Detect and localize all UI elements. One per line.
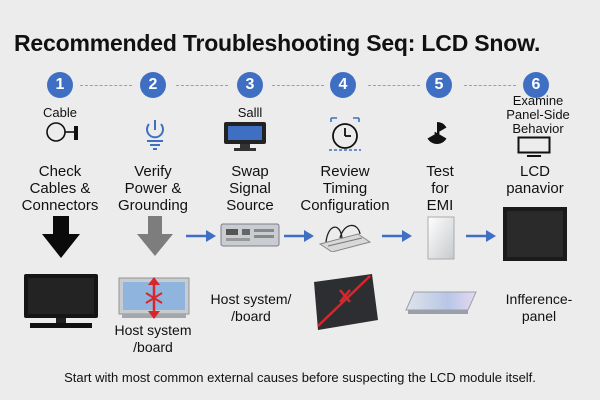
step3-icon-label: Salll [237,105,263,120]
host-board-image [118,277,190,319]
host-system-caption-2: Host system/board [114,322,192,355]
timing-flex-cable-image [318,224,372,252]
page-title: Recommended Troubleshooting Seq: LCD Sno… [14,30,541,56]
step1-icon-label: Cable [43,105,77,120]
blue-arrow [466,230,496,242]
connector-dash [176,85,228,86]
emi-shield-panel-image [427,216,455,260]
footer-note: Start with most common external causes b… [64,370,536,385]
cable-icon [46,122,78,142]
step-number-3: 3 [237,72,263,98]
step-number-2: 2 [140,72,166,98]
blue-arrow [186,230,216,242]
down-arrow-black [42,216,80,258]
connector-dash [368,85,420,86]
connector-dash [272,85,324,86]
inference-panel-caption: Infference-panel [505,291,573,324]
cracked-panel-image [314,274,378,330]
blue-arrow [284,230,314,242]
step-number-5: 5 [426,72,452,98]
host-system-caption-3: Host system//board [210,291,292,324]
down-arrow-gray [137,216,173,256]
step-number-6: 6 [523,72,549,98]
step-number-4: 4 [330,72,356,98]
monitor-image [24,274,98,328]
clock-gear-icon [329,117,361,151]
glass-panel-image [405,291,477,314]
step6-icon-label: Examine Panel-Side Behavior [506,93,570,136]
lcd-icon [517,136,551,157]
connector-dash [464,85,516,86]
power-ground-icon [146,120,164,150]
step-number-1: 1 [47,72,73,98]
radiation-icon [427,122,447,144]
signal-source-board-image [220,223,280,247]
lcd-panel-image [503,207,567,261]
monitor-icon [224,122,266,151]
blue-arrow [382,230,412,242]
connector-dash [80,85,132,86]
